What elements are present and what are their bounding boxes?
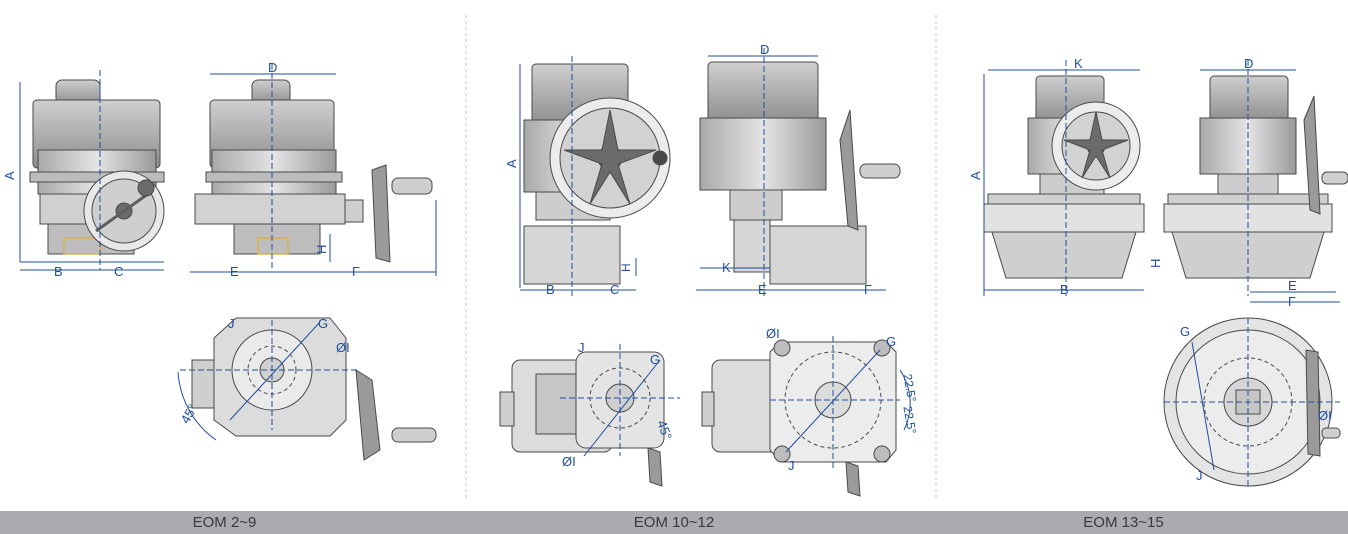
eom-10-12-top-left-label-g: G xyxy=(650,352,660,367)
eom-13-15-side-label-b: B xyxy=(1060,282,1069,297)
eom-13-15-side-dims xyxy=(983,60,1144,296)
eom-10-12-top-right-dims xyxy=(770,336,911,470)
eom-2-9-side-label-b: B xyxy=(54,264,63,279)
eom-13-15-side-label-a: A xyxy=(968,171,983,180)
eom-2-9-top-view xyxy=(191,317,437,461)
model-name-eom-10-12: EOM 10~12 xyxy=(633,514,715,531)
eom-10-12-top-view-left xyxy=(499,351,665,487)
eom-2-9-front-view xyxy=(194,79,433,263)
eom-13-15-front-dims xyxy=(1200,60,1340,303)
eom-10-12-top-right-label-i: ØI xyxy=(766,326,780,341)
eom-10-12-top-right-label-g: G xyxy=(886,334,896,349)
eom-10-12-front-label-k: K xyxy=(722,260,731,275)
eom-10-12-side-label-c: C xyxy=(610,282,619,297)
eom-10-12-top-right-label-j: J xyxy=(788,458,795,473)
eom-10-12-front-view xyxy=(699,61,901,285)
eom-13-15-top-dims xyxy=(1164,318,1340,488)
eom-13-15-side-view xyxy=(983,75,1145,279)
eom-10-12-front-dims xyxy=(696,48,886,296)
eom-10-12-top-view-right xyxy=(701,339,897,497)
eom-10-12-front-label-d: D xyxy=(760,42,769,57)
eom-10-12-side-label-b: B xyxy=(546,282,555,297)
model-name-eom-2-9: EOM 2~9 xyxy=(192,514,257,531)
eom-2-9-side-dims xyxy=(19,70,164,271)
model-footer-bar: EOM 2~9 EOM 10~12 EOM 13~15 xyxy=(0,511,1348,534)
eom-10-12-top-left-label-angle: 45° xyxy=(654,418,675,442)
eom-2-9-front-label-e: E xyxy=(230,264,239,279)
eom-10-12-side-view xyxy=(523,63,671,285)
eom-2-9-top-label-g: G xyxy=(318,316,328,331)
eom-10-12-top-left-label-j: J xyxy=(578,340,585,355)
eom-10-12-top-right-label-angle2: 22.5° xyxy=(900,405,919,435)
eom-10-12-side-label-h: H xyxy=(619,263,633,272)
eom-2-9-top-label-j: J xyxy=(228,316,235,331)
eom-2-9-front-label-d: D xyxy=(268,60,277,75)
eom-2-9-side-view xyxy=(29,79,165,255)
eom-10-12-top-left-label-i: ØI xyxy=(562,454,576,469)
eom-10-12-top-right-label-angle1: 22.5° xyxy=(900,373,919,403)
eom-10-12-top-left-dims xyxy=(560,344,680,457)
eom-13-15-top-label-g: G xyxy=(1180,324,1190,339)
eom-2-9-front-dims xyxy=(190,64,437,276)
eom-2-9-top-dims xyxy=(177,320,360,441)
eom-10-12-front-label-f: F xyxy=(864,282,872,297)
eom-10-12-side-dims xyxy=(519,56,637,296)
eom-13-15-side-label-k: K xyxy=(1074,56,1083,71)
eom-13-15-top-label-i: ØI xyxy=(1318,408,1332,423)
eom-10-12-front-label-e: E xyxy=(758,282,767,297)
eom-10-12-side-label-a: A xyxy=(504,159,519,168)
eom-2-9-top-label-i: ØI xyxy=(336,340,350,355)
eom-13-15-side-label-h: H xyxy=(1148,259,1163,268)
eom-2-9-side-label-c: C xyxy=(114,264,123,279)
eom-13-15-front-view xyxy=(1163,75,1348,279)
eom-13-15-front-label-d: D xyxy=(1244,56,1253,71)
eom-13-15-top-label-j: J xyxy=(1196,468,1203,483)
eom-2-9-side-label-a: A xyxy=(2,171,17,180)
eom-13-15-front-label-e: E xyxy=(1288,278,1297,293)
model-name-eom-13-15: EOM 13~15 xyxy=(1083,514,1164,531)
eom-2-9-front-label-f: F xyxy=(352,264,360,279)
dimension-drawings: A B C D E F H J G ØI 45° xyxy=(2,15,1348,500)
eom-13-15-front-label-f: F xyxy=(1288,294,1296,309)
eom-2-9-front-label-h: H xyxy=(314,245,329,254)
